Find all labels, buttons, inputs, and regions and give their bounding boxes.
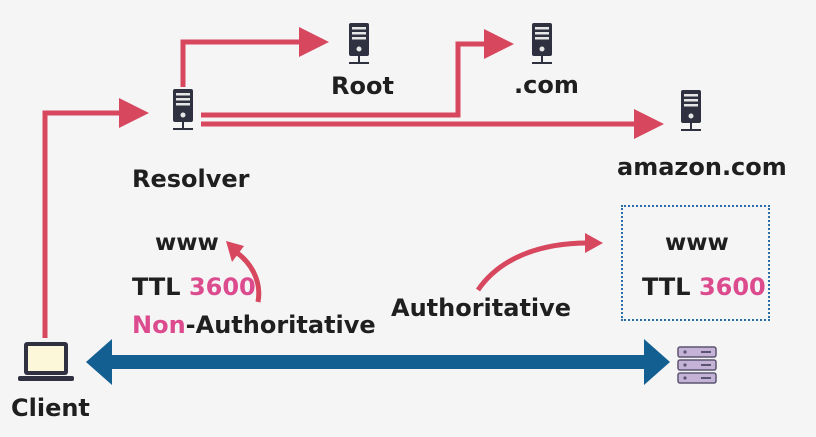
cache-ttl-label: TTL	[132, 273, 181, 301]
server-icon	[173, 89, 193, 130]
resolver-to-root-arrow	[180, 27, 330, 87]
cache-type: Non-Authoritative	[132, 311, 376, 339]
server-icon	[681, 90, 701, 131]
root-label: Root	[331, 72, 394, 100]
client-label: Client	[11, 394, 90, 422]
cache-type-highlight: Non	[132, 311, 186, 339]
authoritative-label: Authoritative	[391, 294, 572, 322]
client-to-resolver-arrow	[42, 98, 150, 338]
resolver-to-com-arrow	[201, 29, 515, 118]
server-stack-icon	[677, 346, 717, 384]
authoritative-record-box	[621, 205, 770, 321]
cache-curved-arrow	[234, 249, 262, 303]
server-icon	[349, 23, 369, 64]
cache-ttl-value: 3600	[188, 273, 256, 301]
auth-ttl-value: 3600	[698, 273, 766, 301]
link-right-head	[644, 339, 670, 385]
link-left-head	[86, 339, 112, 385]
auth-record-label: www	[665, 230, 729, 256]
client-server-link	[104, 355, 648, 369]
cache-ttl: TTL 3600	[132, 273, 256, 301]
cache-type-rest: -Authoritative	[185, 311, 376, 339]
authoritative-curved-arrow-head	[585, 233, 603, 253]
server-icon	[532, 23, 552, 64]
resolver-label: Resolver	[132, 165, 250, 193]
laptop-icon	[18, 342, 74, 381]
amazon-label: amazon.com	[617, 153, 787, 181]
auth-ttl-label: TTL	[642, 273, 691, 301]
com-label: .com	[514, 71, 579, 99]
cache-record-label: www	[155, 230, 219, 256]
cache-curved-arrow-head	[226, 241, 244, 262]
authoritative-curved-arrow	[475, 240, 589, 292]
auth-ttl: TTL 3600	[642, 273, 766, 301]
